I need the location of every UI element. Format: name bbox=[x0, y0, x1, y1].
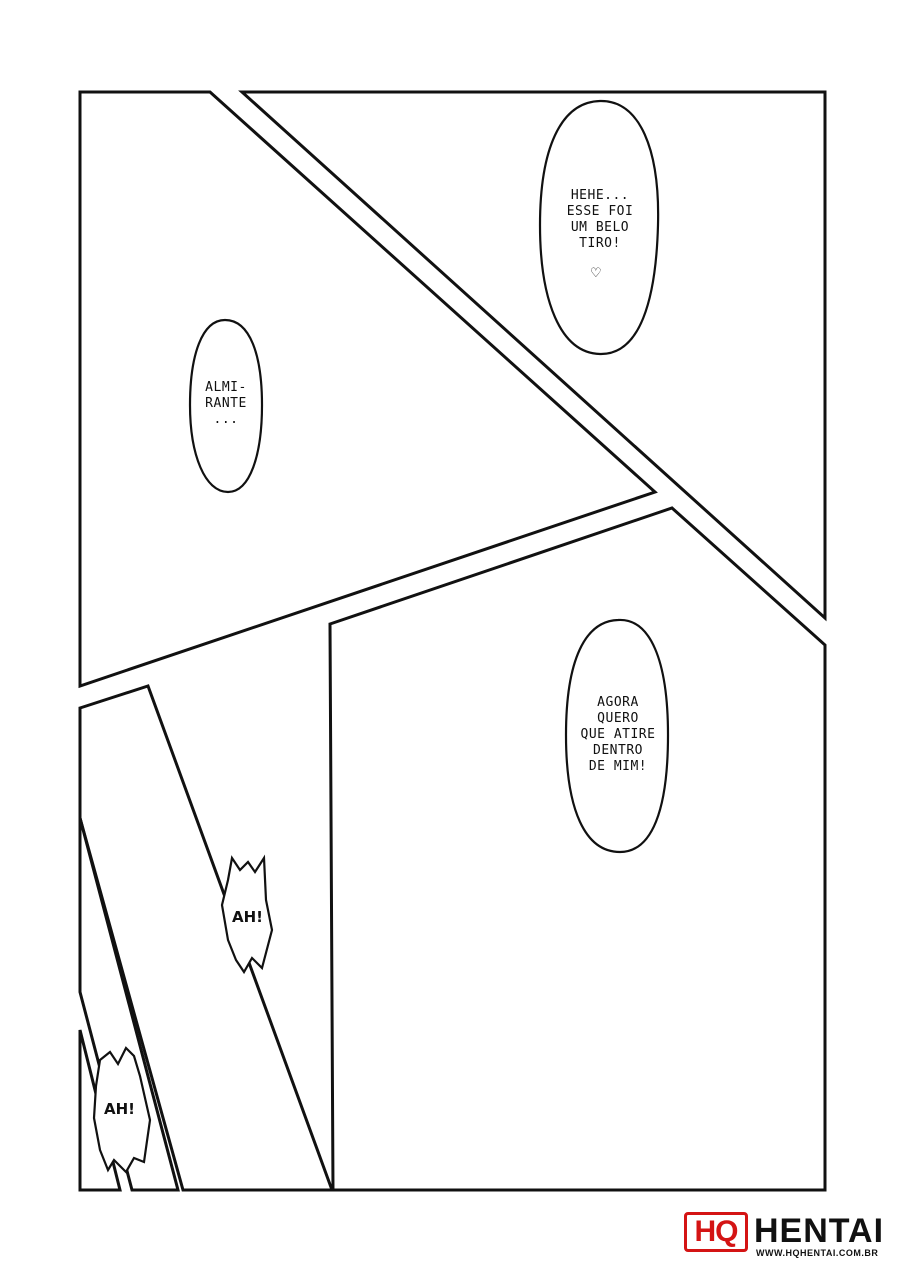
sfx-bubble-lower bbox=[92, 1046, 152, 1174]
watermark-logo: HQ HENTAI WWW.HQHENTAI.COM.BR bbox=[684, 1212, 894, 1258]
balloon-almirante-text: ALMI- RANTE ... bbox=[205, 380, 247, 427]
panel-strip-upper bbox=[78, 684, 335, 1192]
panel-top-left bbox=[78, 90, 658, 689]
watermark-url: WWW.HQHENTAI.COM.BR bbox=[756, 1248, 879, 1258]
panel-middle-right bbox=[328, 506, 827, 1192]
balloon-almirante bbox=[188, 318, 264, 494]
balloon-hehe-text: HEHE... ESSE FOI UM BELO TIRO! bbox=[566, 188, 634, 251]
balloon-agora-text: AGORA QUERO QUE ATIRE DENTRO DE MIM! bbox=[580, 695, 656, 774]
sfx-ah-upper: AH! bbox=[232, 908, 264, 926]
balloon-agora bbox=[564, 618, 670, 854]
panel-top-right bbox=[238, 90, 827, 622]
watermark-name: HENTAI bbox=[754, 1212, 885, 1250]
panel-strip-narrow bbox=[78, 817, 180, 1192]
watermark-badge: HQ bbox=[684, 1212, 748, 1252]
heart-icon: ♡ bbox=[590, 266, 602, 281]
balloon-hehe bbox=[538, 99, 660, 356]
sfx-ah-lower: AH! bbox=[104, 1100, 136, 1118]
sfx-bubble-upper bbox=[220, 854, 274, 975]
